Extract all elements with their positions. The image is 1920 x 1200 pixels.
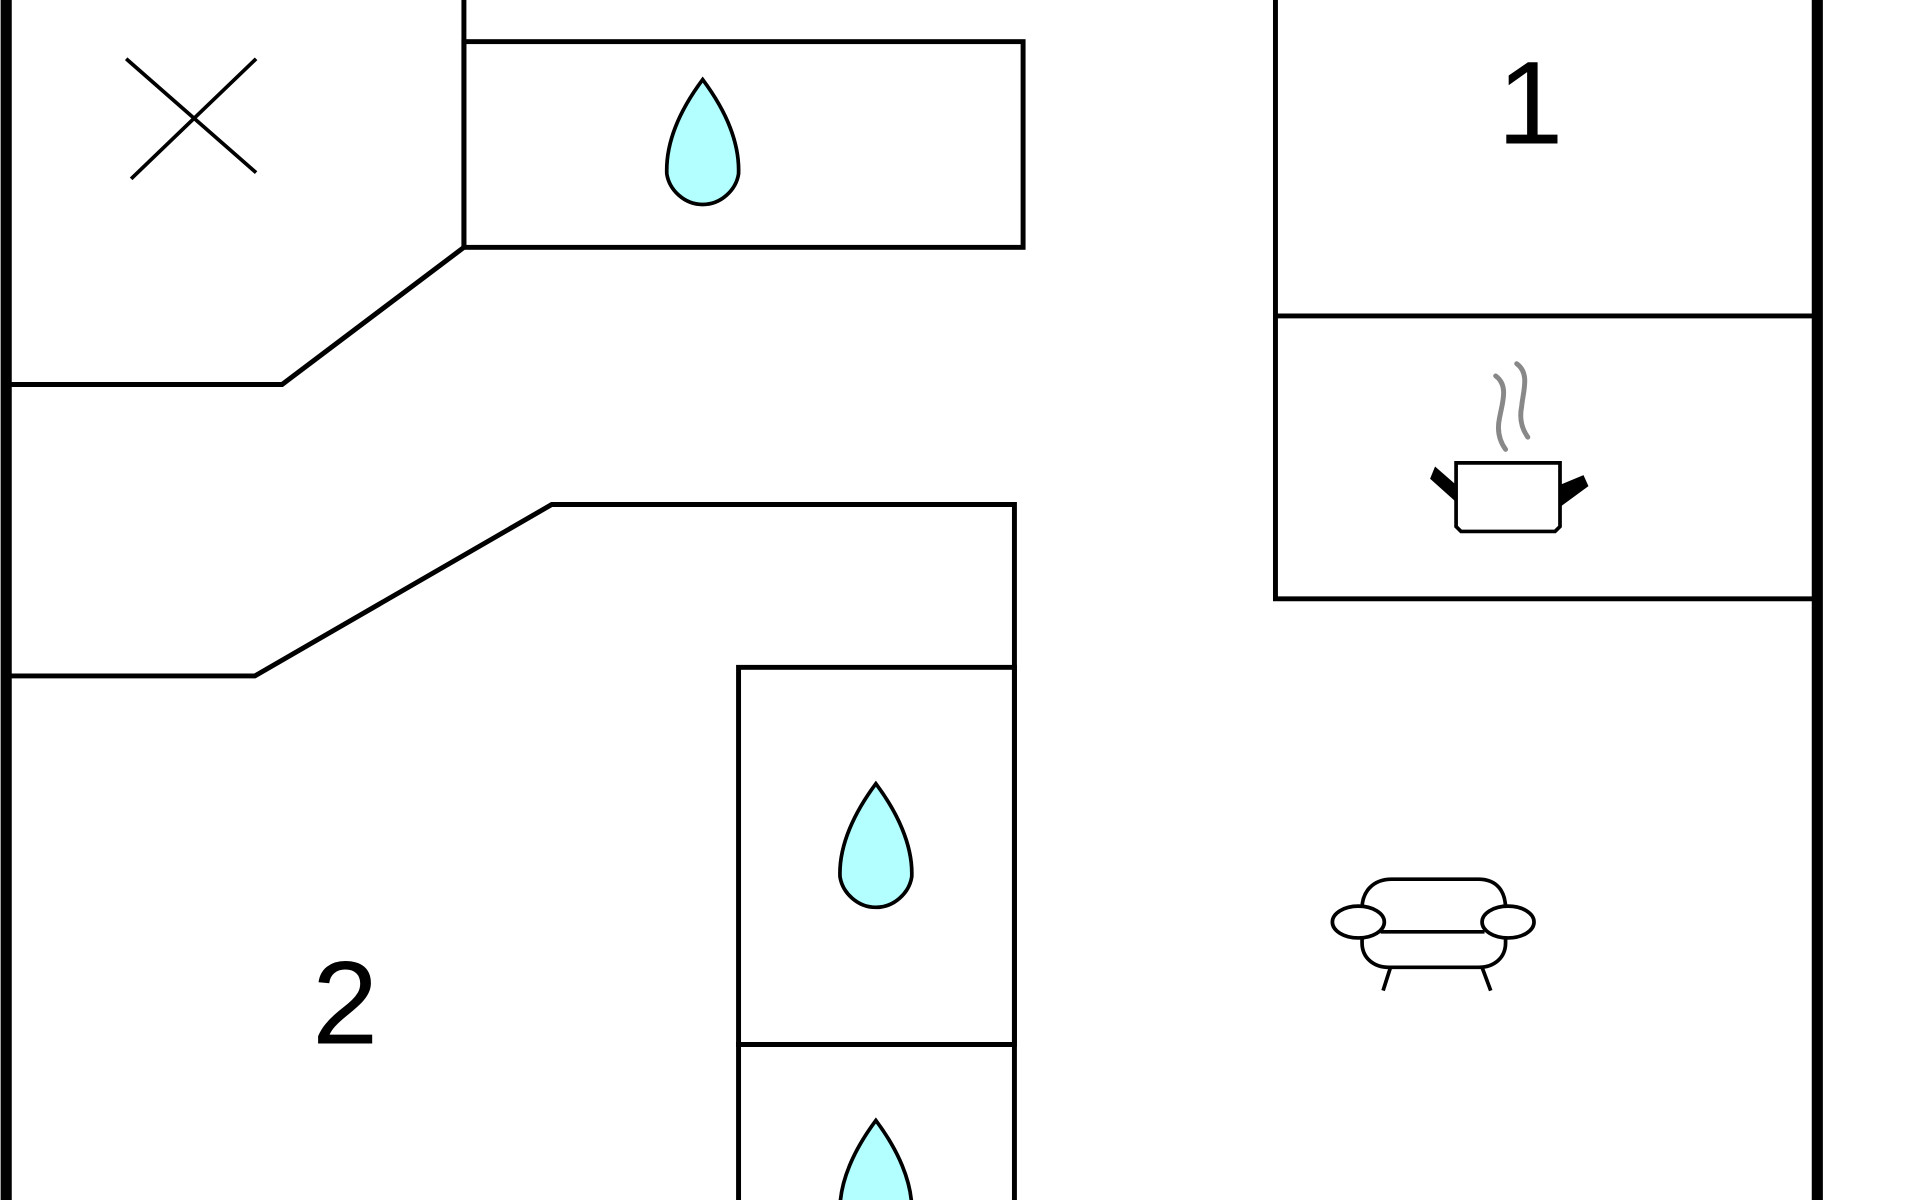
wall-right-rooms bbox=[1272, 0, 1813, 602]
water-drop-icon bbox=[838, 780, 914, 910]
bathroom-top bbox=[461, 39, 1026, 250]
sofa-icon bbox=[1330, 877, 1536, 992]
cross-icon bbox=[124, 57, 258, 181]
water-drop-icon bbox=[838, 1117, 914, 1200]
wall-top-left bbox=[9, 0, 467, 387]
water-drop-icon bbox=[664, 76, 741, 207]
room-label-1: 1 bbox=[1497, 38, 1563, 169]
bathroom-bottom bbox=[736, 1042, 1015, 1200]
cooking-pot-icon bbox=[1430, 361, 1589, 534]
room-label-2: 2 bbox=[312, 938, 378, 1069]
